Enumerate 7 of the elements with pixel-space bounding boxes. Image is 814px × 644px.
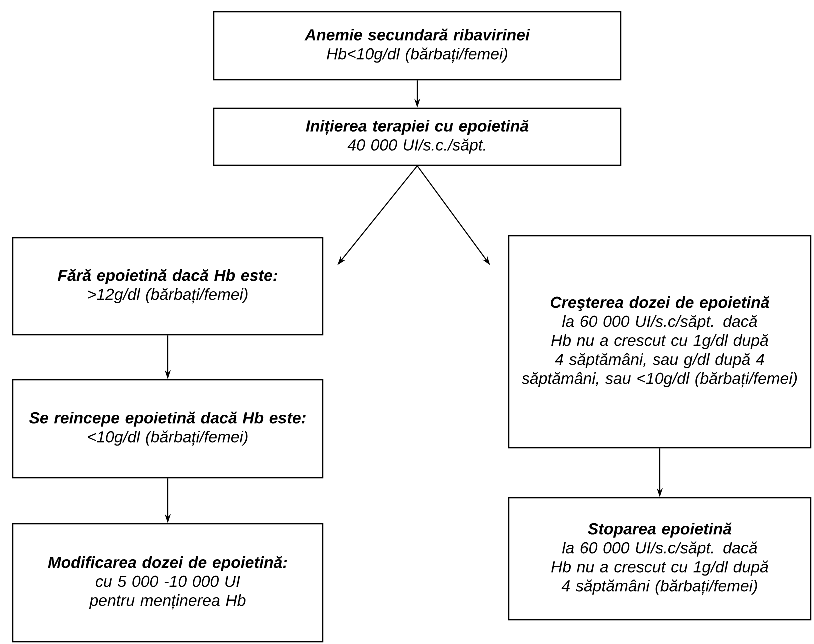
process-box: Inițierea terapiei cu epoietină 40 000 UI/s.c./săpt. [213, 108, 622, 166]
process-box: Modificarea dozei de epoietină: cu 5 000 -10 000 UI pentru menținerea Hb [12, 523, 324, 643]
process-box: Fără epoietină dacă Hb este: >12g/dl (bărbați/femei) [12, 237, 324, 336]
process-box: Creşterea dozei de epoietină la 60 000 UI/s.c/săpt. dacă Hb nu a crescut cu 1g/dl după 4 săptămâni, sau g/dl după 4 săptămâni, sau <10g/dl (bărbați/femei) [508, 235, 812, 449]
process-box: Anemie secundară ribavirinei Hb<10g/dl (bărbați/femei) [213, 11, 622, 81]
process-box: Stoparea epoietină la 60 000 UI/s.c/săpt. dacă Hb nu a crescut cu 1g/dl după 4 săptămâni (bărbați/femei) [508, 497, 812, 621]
process-box: Se reincepe epoietină dacă Hb este: <10g/dl (bărbați/femei) [12, 379, 324, 479]
